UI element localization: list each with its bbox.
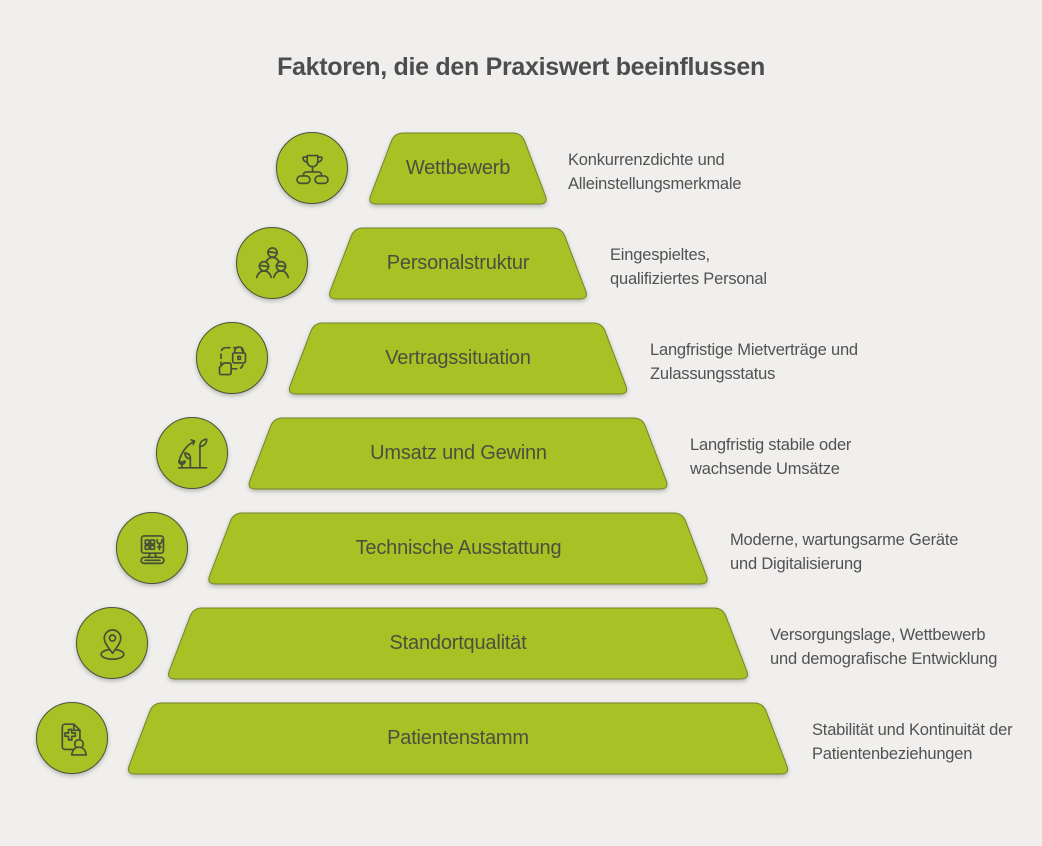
tier-description-line: und demografische Entwicklung [770,650,998,668]
tier-description-line: Moderne, wartungsarme Geräte [730,531,959,549]
tier-description-line: qualifiziertes Personal [610,270,767,288]
tier-description-line: und Digitalisierung [730,555,862,573]
icon-circle [276,132,348,204]
page-title: Faktoren, die den Praxiswert beeinflusse… [277,53,765,81]
tier-label: Vertragssituation [385,347,531,369]
pyramid-segment-5 [168,607,748,680]
tier-description-line: Patientenbeziehungen [812,745,973,763]
icon-circle [196,322,268,394]
tier-description-line: Eingespieltes, [610,246,710,264]
trophy-hierarchy-icon [295,154,329,184]
icon-circle [36,702,108,774]
icon-circle [236,227,308,299]
pyramid-segment-1 [329,227,587,300]
medical-device-icon [139,534,165,564]
tier-description: Eingespieltes, qualifiziertes Personal [610,228,767,299]
icon-circle [116,512,188,584]
patient-file-icon [60,722,87,756]
tier-label: Wettbewerb [405,157,511,179]
pyramid-segment-6 [127,702,789,775]
icon-circle [156,417,228,489]
pyramid-segment-0 [369,132,547,205]
icon-circle [76,607,148,679]
tier-description: Langfristige Mietverträge und Zulassungs… [650,323,858,394]
location-pin-icon [99,628,125,660]
tier-description-line: Zulassungsstatus [650,365,776,383]
pyramid-segment-3 [248,417,668,490]
tier-description-line: Versorgungslage, Wettbewerb [770,626,986,644]
tier-description: Moderne, wartungsarme Geräte und Digital… [730,513,958,584]
tier-label: Personalstruktur [386,252,530,274]
tier-description-line: Langfristige Mietverträge und [650,341,858,359]
team-icon [255,246,289,278]
tier-label: Standortqualität [389,632,527,654]
tier-description-line: wachsende Umsätze [690,460,840,478]
tier-label: Patientenstamm [387,727,529,749]
tier-description-line: Langfristig stabile oder [690,436,852,454]
tier-label: Technische Ausstattung [355,537,562,559]
tier-description: Langfristig stabile oder wachsende Umsät… [690,418,851,489]
tier-label: Umsatz und Gewinn [370,442,547,464]
contract-lock-icon [218,345,246,375]
tier-description: Stabilität und Kontinuität der Patienten… [812,703,1013,774]
tier-description: Versorgungslage, Wettbewerb und demograf… [770,608,997,679]
tier-description: Konkurrenzdichte und Alleinstellungsmerk… [568,133,742,204]
pyramid-segment-2 [288,322,628,395]
growth-plant-icon [177,437,207,469]
pyramid-segment-4 [208,512,708,585]
tier-description-line: Konkurrenzdichte und [568,151,725,169]
tier-description-line: Alleinstellungsmerkmale [568,175,742,193]
tier-description-line: Stabilität und Kontinuität der [812,721,1013,739]
